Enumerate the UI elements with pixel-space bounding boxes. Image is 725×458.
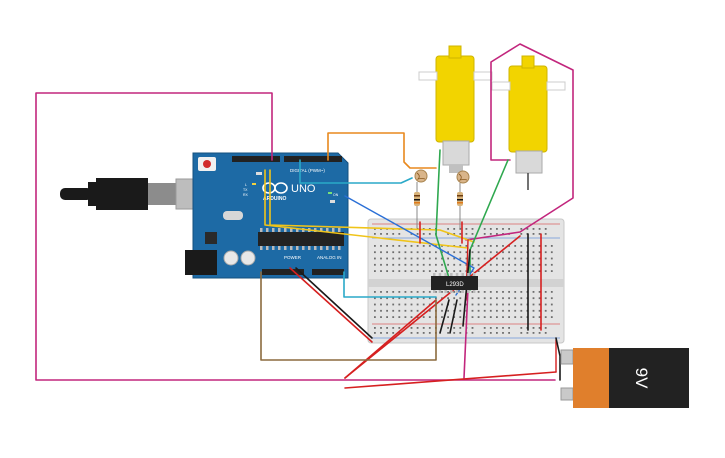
- atmega-chip: [258, 232, 344, 246]
- digital-header-label: DIGITAL (PWM~): [290, 168, 325, 173]
- voltage-regulator: [205, 232, 217, 244]
- resistor-2[interactable]: [457, 183, 463, 228]
- on-led-label: ON: [333, 193, 339, 197]
- dc-motor-left[interactable]: [418, 45, 493, 173]
- wire-orange-pin[interactable]: [327, 132, 437, 169]
- l293d-driver-chip[interactable]: L293D: [431, 273, 478, 293]
- wire-red-5v[interactable]: [289, 267, 373, 343]
- wire-black-gnd[interactable]: [295, 267, 373, 339]
- rx-led-label: RX: [243, 193, 249, 197]
- battery-9v[interactable]: 9V: [560, 348, 689, 408]
- tx-led-label: TX: [243, 188, 248, 192]
- reset-button-cap: [203, 160, 211, 168]
- crystal: [223, 211, 243, 220]
- battery-label: 9V: [632, 368, 651, 389]
- capacitor-1: [223, 250, 239, 266]
- wire-green-motor-left[interactable]: [435, 149, 453, 289]
- power-header-label: POWER: [284, 255, 302, 260]
- wires: [35, 43, 574, 389]
- wire-yellow-b[interactable]: [269, 169, 475, 243]
- wire-magenta-motor[interactable]: [465, 43, 574, 241]
- photoresistor-2[interactable]: [456, 170, 470, 184]
- wire-cyan-analog[interactable]: [343, 271, 437, 298]
- dc-power-jack: [185, 250, 217, 275]
- arduino-uno-board[interactable]: DIGITAL (PWM~) UNO ARDUINO TX RX L ON PO…: [60, 152, 349, 279]
- analog-header-label: ANALOG IN: [317, 255, 342, 260]
- resistor-1[interactable]: [414, 182, 420, 228]
- wire-red-battery[interactable]: [344, 371, 557, 389]
- wire-cyan-sensor[interactable]: [299, 159, 413, 184]
- l-led-label: L: [245, 183, 247, 187]
- wire-magenta-arduino-battery[interactable]: [35, 92, 556, 381]
- wire-yellow-a[interactable]: [264, 169, 469, 249]
- driver-chip-label: L293D: [446, 282, 464, 288]
- usb-cable: [60, 178, 195, 210]
- arduino-logo-icon: [262, 182, 288, 194]
- board-model-label: UNO: [291, 183, 316, 195]
- photoresistor-1[interactable]: [414, 169, 428, 183]
- board-brand-label: ARDUINO: [263, 196, 286, 202]
- wire-magenta-chip[interactable]: [463, 287, 469, 379]
- wire-brown[interactable]: [260, 271, 437, 361]
- capacitor-2: [240, 250, 256, 266]
- dc-motor-right[interactable]: [491, 55, 566, 190]
